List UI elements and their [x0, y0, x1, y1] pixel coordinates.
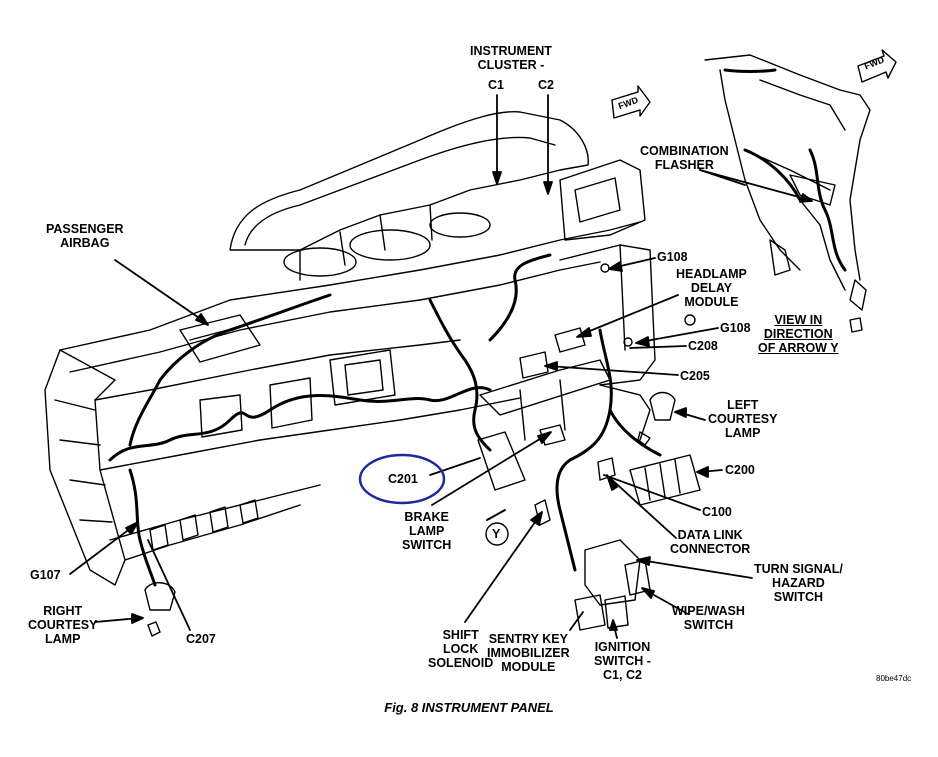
- figure-caption: Fig. 8 INSTRUMENT PANEL: [384, 700, 554, 715]
- fwd-arrow-shapes: [611, 49, 897, 119]
- label-c201: C201: [388, 472, 418, 486]
- label-c2: C2: [538, 78, 554, 92]
- label-g107: G107: [30, 568, 61, 582]
- wiring-harness: [108, 253, 662, 587]
- label-c200: C200: [725, 463, 755, 477]
- inset-view-arrow-y: [704, 54, 871, 333]
- figure-code: 80be47dc: [876, 674, 912, 683]
- label-c208: C208: [688, 339, 718, 353]
- dashboard-outline: [44, 111, 656, 586]
- label-c100: C100: [702, 505, 732, 519]
- c201-highlight-circle: [358, 453, 446, 505]
- label-y-marker: Y: [492, 527, 501, 541]
- leader-lines: [69, 94, 813, 639]
- label-g108-mid: G108: [720, 321, 751, 335]
- label-g108-top: G108: [657, 250, 688, 264]
- y-arrow-marker: [485, 509, 509, 546]
- label-c1: C1: [488, 78, 504, 92]
- label-c207: C207: [186, 632, 216, 646]
- label-c205: C205: [680, 369, 710, 383]
